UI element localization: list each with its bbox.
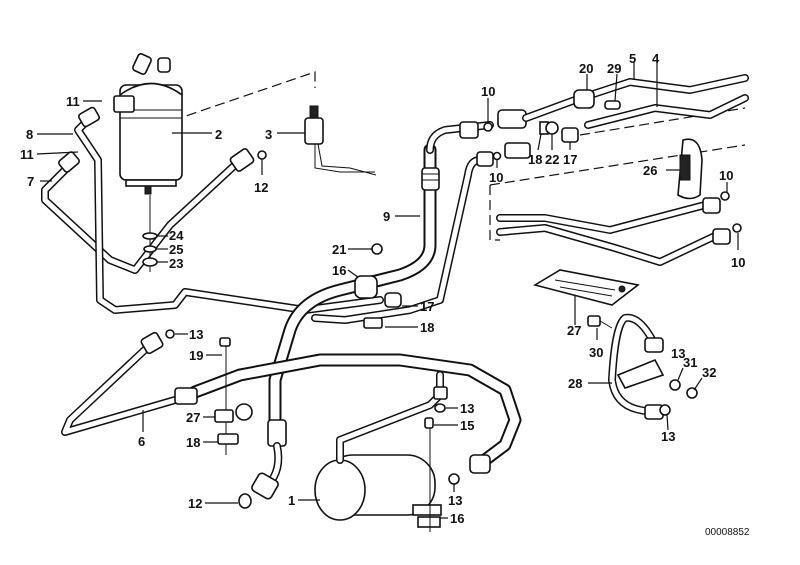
callout-16: 16 xyxy=(332,263,346,278)
callout-11: 10 xyxy=(731,255,745,270)
callout-26: 26 xyxy=(643,163,657,178)
callout-30: 28 xyxy=(568,376,582,391)
line-4[interactable] xyxy=(584,94,749,129)
line-right-lower[interactable] xyxy=(496,191,742,266)
callout-5: 5 xyxy=(629,51,636,66)
callout-14: 15 xyxy=(460,418,474,433)
callout-13: 13 xyxy=(661,429,675,444)
callout-10: 10 xyxy=(489,170,503,185)
callout-19: 19 xyxy=(189,348,203,363)
pipe-8[interactable] xyxy=(74,116,384,314)
line-5[interactable] xyxy=(522,74,749,122)
callout-23: 23 xyxy=(169,256,183,271)
callout-28: 27 xyxy=(186,410,200,425)
callout-2: 2 xyxy=(215,127,222,142)
callout-13: 13 xyxy=(448,493,462,508)
bracket-26[interactable] xyxy=(677,138,703,200)
compressor[interactable] xyxy=(314,371,448,532)
callout-18: 18 xyxy=(420,320,434,335)
callout-13: 13 xyxy=(189,327,203,342)
hose-holder-28[interactable] xyxy=(214,337,253,455)
fittings-upper xyxy=(459,109,531,167)
callout-32: 31 xyxy=(683,355,697,370)
callout-15: 16 xyxy=(450,511,464,526)
callout-20: 20 xyxy=(579,61,593,76)
fitting-pipe-7-end xyxy=(229,148,255,172)
washer-stack xyxy=(142,195,158,272)
callout-33: 32 xyxy=(702,365,716,380)
callout-22: 22 xyxy=(545,152,559,167)
callout-11: 10 xyxy=(481,84,495,99)
callout-13: 13 xyxy=(460,401,474,416)
receiver-drier[interactable] xyxy=(113,53,183,195)
diagram-reference-number: 00008852 xyxy=(705,527,750,538)
callout-12: 12 xyxy=(188,496,202,511)
callout-29: 29 xyxy=(607,61,621,76)
suction-hose-9[interactable] xyxy=(268,121,494,427)
callout-6: 6 xyxy=(138,434,145,449)
callout-24: 24 xyxy=(169,228,184,243)
pressure-switch[interactable] xyxy=(304,105,377,176)
callout-13: 11 xyxy=(66,94,80,109)
callout-1: 1 xyxy=(288,493,295,508)
callout-9: 9 xyxy=(383,209,390,224)
line-30[interactable] xyxy=(587,313,698,420)
callout-4: 4 xyxy=(652,51,660,66)
grommet-20 xyxy=(573,89,595,109)
callout-7: 7 xyxy=(27,174,34,189)
screw-29 xyxy=(604,100,621,110)
callout-3: 3 xyxy=(265,127,272,142)
callout-18: 18 xyxy=(528,152,542,167)
pressure-line-6[interactable] xyxy=(61,331,522,474)
callout-13: 12 xyxy=(254,180,268,195)
clamp-parts-18-22-17 xyxy=(539,121,579,143)
callout-25: 25 xyxy=(169,242,183,257)
pipe-7[interactable] xyxy=(41,161,239,274)
gasket-12 xyxy=(238,493,252,509)
callout-13: 13 xyxy=(671,346,685,361)
hose-fitting-compressor xyxy=(251,419,287,500)
fitting-8 xyxy=(78,106,100,128)
callout-10: 10 xyxy=(719,168,733,183)
callout-31: 30 xyxy=(589,345,603,360)
callouts: 11 8 11 7 2 3 12 24 25 23 9 21 1 xyxy=(20,51,750,538)
callout-18: 18 xyxy=(186,435,200,450)
callout-17: 17 xyxy=(420,299,434,314)
information-label-27[interactable] xyxy=(532,269,640,306)
fitting-7 xyxy=(58,151,80,173)
callout-27: 27 xyxy=(567,323,581,338)
callout-13: 11 xyxy=(20,147,34,162)
callout-21: 21 xyxy=(332,242,346,257)
callout-17: 17 xyxy=(563,152,577,167)
callout-8: 8 xyxy=(26,127,33,142)
